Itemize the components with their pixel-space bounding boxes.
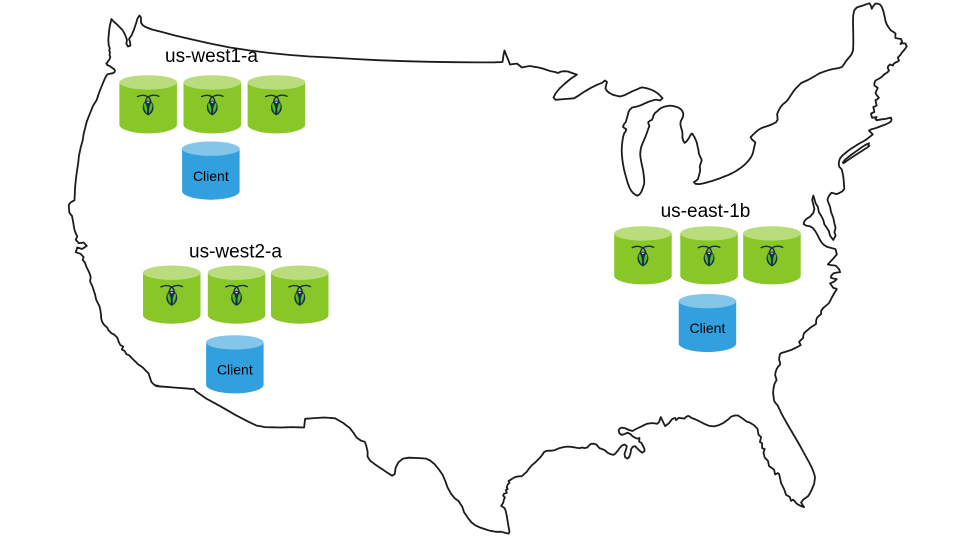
- svg-text:Client: Client: [690, 320, 726, 336]
- svg-text:us-west2-a: us-west2-a: [189, 241, 282, 262]
- svg-text:us-west1-a: us-west1-a: [165, 46, 258, 67]
- svg-text:us-east-1b: us-east-1b: [661, 201, 751, 222]
- svg-text:Client: Client: [217, 362, 253, 378]
- svg-text:Client: Client: [193, 168, 229, 184]
